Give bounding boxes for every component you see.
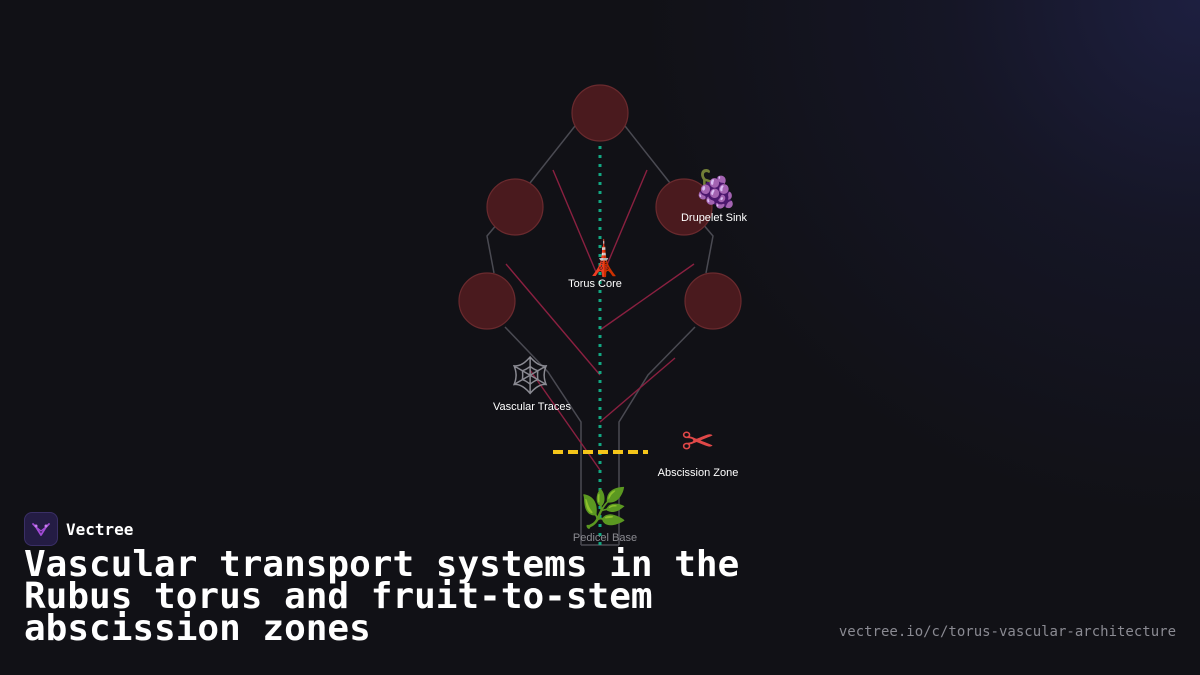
node-label-abscission-zone: Abscission Zone: [658, 467, 739, 479]
node-pedicel-base[interactable]: 🌿 Pedicel Base: [573, 486, 637, 544]
node-label-torus-core: Torus Core: [568, 278, 622, 290]
phloem-line: [603, 169, 648, 273]
node-vascular-traces[interactable]: 🕸 Vascular Traces: [493, 353, 572, 413]
phloem-line: [599, 263, 695, 331]
page-title: Vascular transport systems in the Rubus …: [24, 544, 740, 649]
herb-icon: 🌿: [580, 486, 627, 530]
drupelet[interactable]: [655, 178, 713, 236]
grapes-icon: 🍇: [694, 168, 739, 210]
vectree-logo-icon: [24, 512, 58, 546]
source-url[interactable]: vectree.io/c/torus-vascular-architecture: [838, 624, 1176, 640]
drupelet[interactable]: [684, 272, 742, 330]
node-abscission-zone[interactable]: ✂ Abscission Zone: [658, 419, 739, 479]
drupelet[interactable]: [458, 272, 516, 330]
phloem-line: [552, 169, 597, 273]
phloem-line: [599, 357, 676, 423]
node-drupelet-sink[interactable]: 🍇 Drupelet Sink: [681, 168, 748, 224]
brand-name: Vectree: [66, 519, 134, 539]
phloem-line: [505, 263, 601, 376]
drupelets: [458, 84, 742, 330]
node-label-vascular-traces: Vascular Traces: [493, 401, 572, 413]
torus-outline-left: [486, 125, 582, 545]
node-torus-core[interactable]: 🗼 Torus Core: [568, 238, 625, 290]
spider-web-icon: 🕸: [506, 353, 554, 397]
tower-icon: 🗼: [583, 238, 625, 279]
node-label-pedicel-base: Pedicel Base: [573, 532, 637, 544]
scissors-icon: ✂: [681, 419, 715, 465]
torus-outline-right: [618, 125, 714, 545]
drupelet[interactable]: [571, 84, 629, 142]
brand[interactable]: Vectree: [24, 512, 133, 546]
node-label-drupelet-sink: Drupelet Sink: [681, 212, 748, 224]
drupelet[interactable]: [486, 178, 544, 236]
torus-outline: [486, 125, 714, 546]
